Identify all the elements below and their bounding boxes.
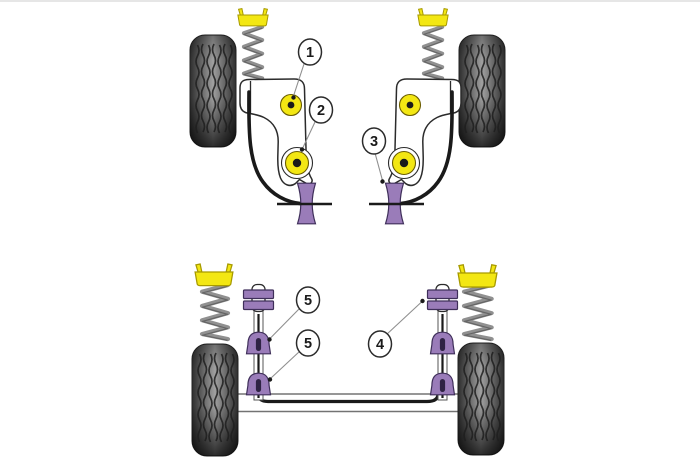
front-right-spring	[424, 27, 442, 80]
front-right-mount	[417, 8, 449, 27]
rear-left-spring	[203, 285, 228, 340]
callout-2: 2	[299, 96, 334, 152]
svg-text:1: 1	[306, 45, 314, 61]
bottom-view-section: 5 5 4	[191, 263, 505, 457]
callout-5-upper: 5	[267, 286, 321, 342]
rear-left-mount	[194, 263, 234, 287]
svg-text:5: 5	[304, 293, 312, 309]
svg-text:3: 3	[370, 134, 378, 150]
rear-right-spring	[465, 285, 491, 340]
right-drop-link	[428, 285, 458, 401]
rear-right-mount	[457, 264, 498, 288]
callout-1: 1	[291, 38, 323, 100]
front-right-tire	[458, 34, 506, 148]
front-left-spring	[244, 27, 262, 80]
front-left-mount	[237, 8, 269, 27]
svg-text:4: 4	[376, 337, 384, 353]
svg-text:2: 2	[317, 103, 325, 119]
rear-left-tire	[191, 343, 239, 457]
callout-3: 3	[361, 127, 387, 184]
right-corner-assembly	[369, 79, 461, 224]
front-left-tire	[189, 34, 237, 148]
svg-text:5: 5	[304, 336, 312, 352]
rear-right-tire	[457, 342, 505, 456]
anti-roll-bar	[256, 392, 440, 404]
left-drop-link	[244, 285, 274, 401]
callout-5-lower: 5	[267, 329, 321, 382]
callout-4: 4	[367, 298, 425, 358]
top-view-section: 1 2 3	[189, 8, 506, 224]
